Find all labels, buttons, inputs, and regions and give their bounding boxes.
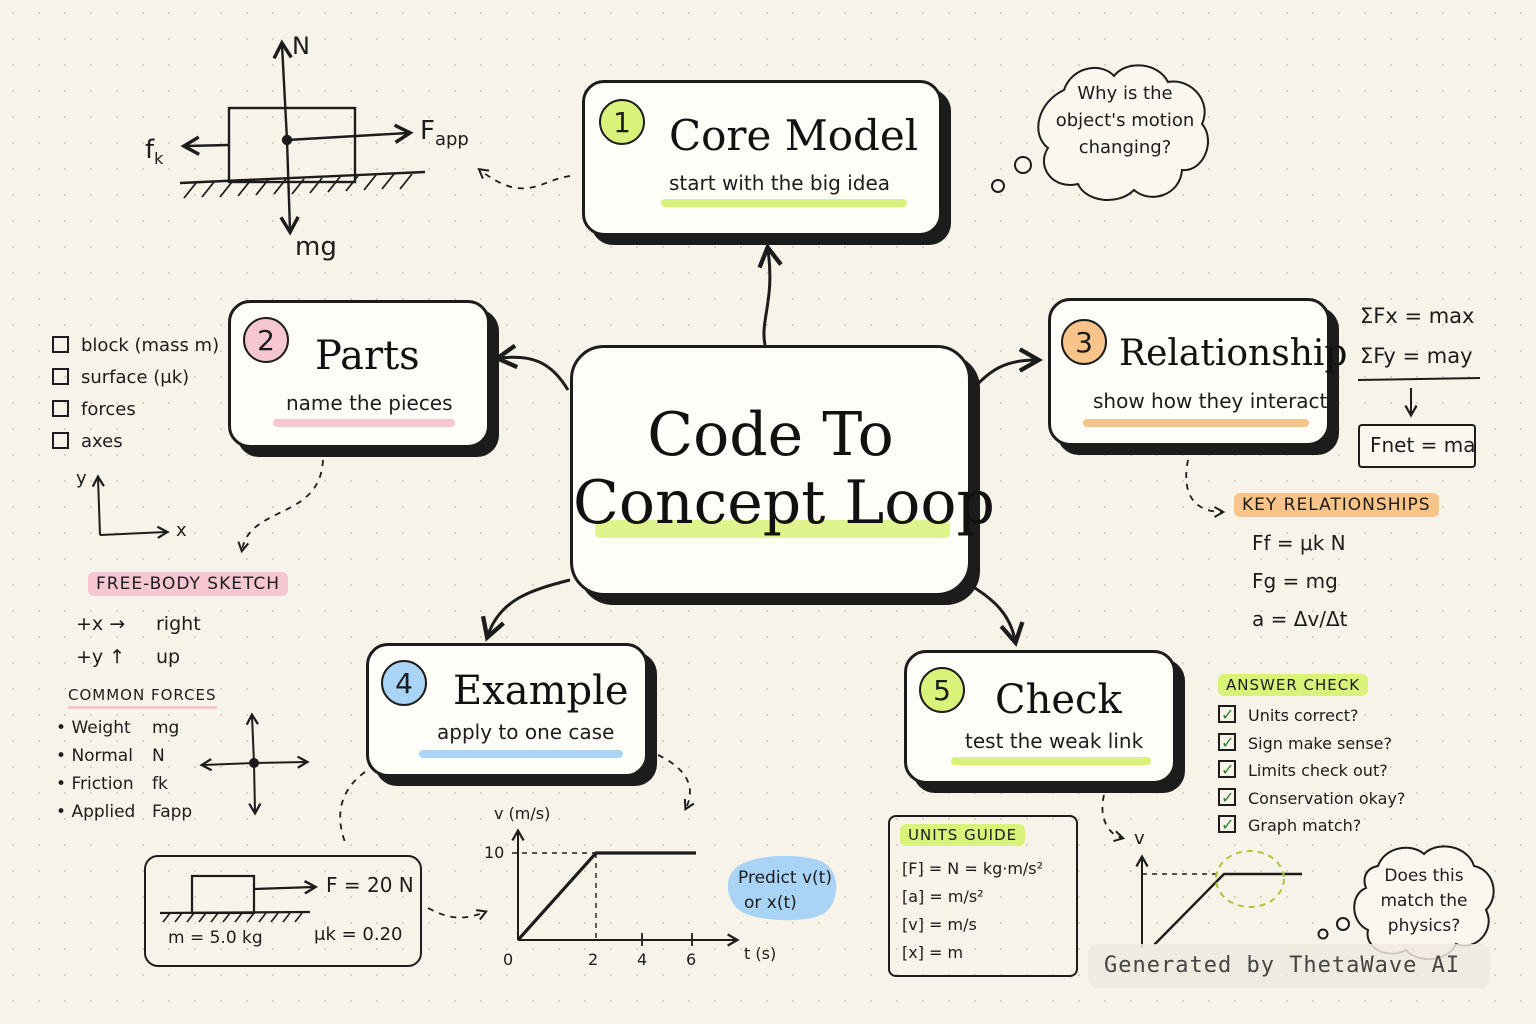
fbd-applied-label: Fapp (420, 116, 469, 151)
check-number-badge: 5 (919, 667, 965, 713)
list-item[interactable]: surface (μk) (52, 362, 219, 394)
checked-box-icon (1218, 701, 1236, 729)
parts-checklist: block (mass m) surface (μk) forces axes (52, 330, 219, 458)
key-relationships-list: Ff = μk N Fg = mg a = Δv/Δt (1252, 531, 1348, 631)
fbd-friction-label: fk (145, 135, 164, 169)
checkbox-icon (52, 368, 69, 385)
checked-box-icon (1218, 729, 1236, 756)
direction-table: +x →right +y ↑up (76, 613, 201, 668)
thought-cloud-top (991, 64, 1209, 202)
list-item[interactable]: Units correct? (1218, 701, 1405, 730)
predict-text: Predict v(t) or x(t) (738, 868, 832, 913)
footer-badge: Generated by ThetaWave AI (1088, 944, 1490, 988)
predict-blob (727, 855, 837, 921)
core-subtitle: start with the big idea (669, 171, 891, 195)
list-item[interactable]: block (mass m) (52, 330, 219, 362)
check-subtitle: test the weak link (965, 729, 1144, 753)
vt-xlabel: t (s) (744, 944, 777, 963)
arrow-to-parts (492, 343, 570, 391)
fbd-top-sketch (179, 39, 426, 236)
example-subtitle: apply to one case (437, 720, 615, 744)
check-graph (1135, 850, 1302, 948)
units-guide-box (888, 815, 1078, 977)
axis-y-label: y (76, 468, 87, 489)
check-graph-ylabel: v (1134, 828, 1145, 849)
arrow-to-check (969, 583, 1025, 647)
units-guide-tag: UNITS GUIDE (900, 824, 1026, 846)
list-item[interactable]: Limits check out? (1218, 756, 1405, 785)
net-force-box (1358, 424, 1476, 468)
answer-check-list: Units correct? Sign make sense? Limits c… (1218, 701, 1405, 840)
example-block-sketch (159, 874, 319, 923)
footer-text: Generated by ThetaWave AI (1104, 953, 1461, 978)
list-item[interactable]: Conservation okay? (1218, 784, 1405, 813)
eq-sum-y: ΣFy = may (1360, 344, 1473, 368)
example-card[interactable]: 4 Example apply to one case (366, 643, 648, 777)
thought-bottom-text: Does this match the physics? (1380, 866, 1468, 936)
checkbox-icon (52, 336, 69, 353)
example-number-badge: 4 (381, 660, 427, 706)
common-forces-title: COMMON FORCES (68, 686, 217, 709)
rel-subtitle: show how they interact (1093, 389, 1328, 413)
arrow-to-example (480, 578, 571, 642)
list-item[interactable]: axes (52, 426, 219, 458)
vt-xtick: 2 (588, 950, 599, 969)
vt-xtick: 4 (637, 950, 648, 969)
eq-sum-x: ΣFx = max (1360, 304, 1475, 328)
vt-xtick: 6 (686, 950, 697, 969)
parts-number-badge: 2 (243, 317, 289, 363)
checked-box-icon (1218, 784, 1236, 811)
parts-card[interactable]: 2 Parts name the pieces (228, 300, 490, 448)
center-title-line2: Concept Loop (573, 468, 995, 538)
checkbox-icon (52, 432, 69, 449)
core-title: Core Model (669, 111, 919, 160)
fbd-normal-label: N (292, 32, 310, 60)
parts-subtitle: name the pieces (286, 391, 453, 415)
arrow-to-core (757, 243, 783, 346)
checkbox-icon (52, 400, 69, 417)
example-title: Example (453, 668, 629, 714)
free-body-tag: FREE-BODY SKETCH (88, 572, 289, 596)
arrow-to-rel (970, 347, 1044, 392)
list-item[interactable]: Graph match? (1218, 811, 1405, 840)
example-force: F = 20 N (326, 873, 414, 897)
core-number-badge: 1 (599, 99, 645, 145)
vt-ylabel: v (m/s) (494, 804, 551, 823)
thought-top-text: Why is the object's motion changing? (1055, 83, 1195, 158)
rel-number-badge: 3 (1061, 319, 1107, 365)
center-highlight (595, 520, 950, 538)
check-card[interactable]: 5 Check test the weak link (904, 650, 1176, 784)
relationship-card[interactable]: 3 Relationship show how they interact (1048, 298, 1347, 446)
fbd-weight-label: mg (295, 232, 337, 262)
core-model-card[interactable]: 1 Core Model start with the big idea (582, 80, 942, 236)
vt-ytick: 10 (484, 843, 505, 862)
axes-sketch (91, 474, 170, 539)
eq-net: Fnet = ma (1370, 433, 1476, 457)
vt-xtick: 0 (503, 950, 514, 969)
key-relationships-tag: KEY RELATIONSHIPS (1234, 493, 1439, 517)
units-guide-list: [F] = N = kg·m/s² [a] = m/s² [v] = m/s [… (902, 859, 1044, 962)
answer-check-tag: ANSWER CHECK (1218, 674, 1369, 696)
list-item[interactable]: forces (52, 394, 219, 426)
force-cross-sketch (199, 712, 310, 816)
example-mu: μk = 0.20 (314, 924, 403, 945)
vt-graph (511, 828, 740, 947)
rel-title: Relationship (1119, 333, 1348, 374)
parts-title: Parts (315, 333, 420, 379)
example-problem-box (144, 855, 422, 967)
center-title-line1: Code To (647, 400, 894, 470)
axis-x-label: x (176, 520, 187, 541)
check-title: Check (995, 677, 1122, 723)
center-card[interactable]: Code To Concept Loop (570, 345, 995, 596)
list-item[interactable]: Sign make sense? (1218, 729, 1405, 758)
example-mass: m = 5.0 kg (168, 928, 263, 948)
checked-box-icon (1218, 756, 1236, 784)
checked-box-icon (1218, 811, 1236, 839)
